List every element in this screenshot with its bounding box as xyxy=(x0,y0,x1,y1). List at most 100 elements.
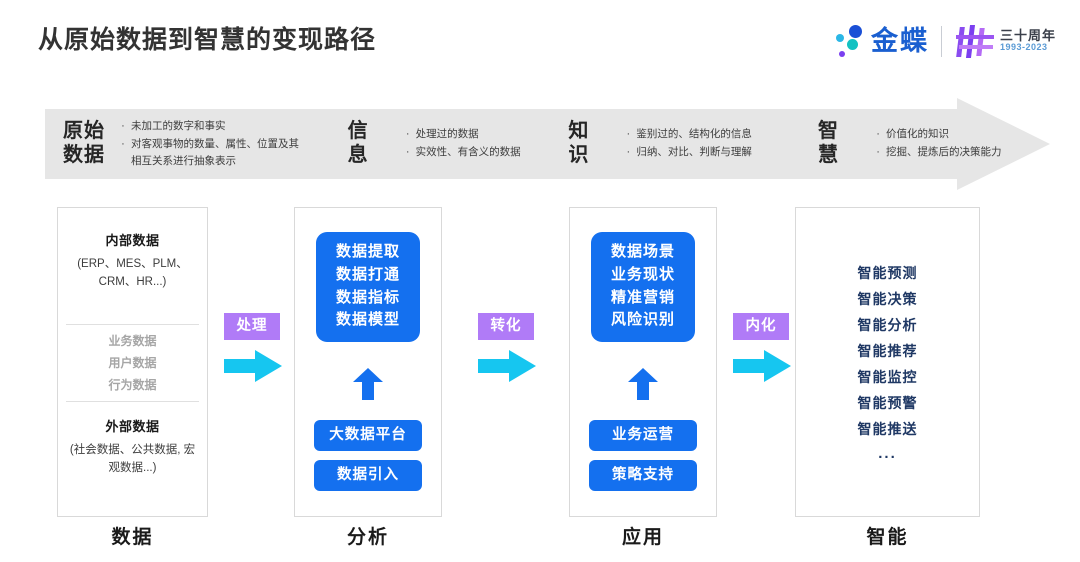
anniversary-title: 三十周年 xyxy=(999,27,1056,43)
bullet-glyph-icon: · xyxy=(121,137,125,150)
banner-bullet: · 实效性、有含义的数据 xyxy=(400,144,559,162)
banner-bullet: · 挖掘、提炼后的决策能力 xyxy=(870,144,1050,162)
data-type-list: 业务数据 用户数据 行为数据 xyxy=(58,330,207,397)
intelligence-item: 智能预测 xyxy=(857,265,918,281)
intelligence-capability-list: 智能预测 智能决策 智能分析 智能推荐 智能监控 智能预警 智能推送 ... xyxy=(796,260,979,466)
logo-wordmark: 金蝶 xyxy=(870,25,929,56)
banner-stage-title: 智 慧 xyxy=(818,120,840,166)
intelligence-item: 智能推荐 xyxy=(857,343,918,359)
pipeline-label-intelligence: 智能 xyxy=(866,527,909,548)
application-strategy-pill: 策略支持 xyxy=(589,460,697,491)
external-data-heading: 外部数据 xyxy=(105,419,160,434)
anniversary-text: 三十周年 1993-2023 xyxy=(999,27,1056,53)
banner-stage-wisdom: 智 慧 · 价值化的知识 · 挖掘、提炼后的决策能力 xyxy=(808,109,1050,179)
page-title: 从原始数据到智慧的变现路径 xyxy=(38,26,377,54)
banner-stage-bullets: · 价值化的知识 · 挖掘、提炼后的决策能力 xyxy=(870,126,1050,162)
anniversary-mark-icon xyxy=(954,24,994,58)
right-arrow-icon xyxy=(733,350,791,382)
banner-bullet: · 归纳、对比、判断与理解 xyxy=(620,144,808,162)
card-divider xyxy=(66,324,199,325)
analysis-capability-item: 数据指标 xyxy=(335,288,400,306)
banner-bullet-text: 归纳、对比、判断与理解 xyxy=(636,146,752,158)
analysis-ingest-pill: 数据引入 xyxy=(314,460,422,491)
application-capability-item: 风险识别 xyxy=(610,311,675,329)
banner-stage-title: 信 息 xyxy=(347,120,369,166)
pipeline-card-analysis: 数据提取 数据打通 数据指标 数据模型 大数据平台 数据引入 xyxy=(294,207,442,517)
banner-bullet-text: 价值化的知识 xyxy=(886,128,950,141)
banner-body xyxy=(45,109,957,179)
brand-logo: 金蝶 三十周年 1993-2023 xyxy=(833,19,1056,63)
pipeline-label-analysis: 分析 xyxy=(346,527,389,548)
banner-bullet: · 对客观事物的数量、属性、位置及其相互关系进行抽象表示 xyxy=(115,136,332,170)
connector-tag: 内化 xyxy=(733,313,789,340)
internal-data-heading: 内部数据 xyxy=(105,233,160,248)
banner-stage-raw-data: 原始 数据 · 未加工的数字和事实 · 对客观事物的数量、属性、位置及其相互关系… xyxy=(45,109,332,179)
dikw-banner: 原始 数据 · 未加工的数字和事实 · 对客观事物的数量、属性、位置及其相互关系… xyxy=(45,98,1050,190)
bullet-glyph-icon: · xyxy=(405,146,410,158)
pipeline-card-application: 数据场景 业务现状 精准营销 风险识别 业务运营 策略支持 xyxy=(569,207,717,517)
banner-stage-title: 原始 数据 xyxy=(63,120,105,166)
pipeline-label-application: 应用 xyxy=(621,527,664,548)
banner-stage-bullets: · 处理过的数据 · 实效性、有含义的数据 xyxy=(400,126,559,162)
analysis-platform-pill: 大数据平台 xyxy=(314,420,422,451)
connector-tag: 转化 xyxy=(478,313,534,340)
logo-divider xyxy=(940,25,942,57)
application-operations-pill: 业务运营 xyxy=(589,420,697,451)
banner-bullet: · 处理过的数据 xyxy=(400,126,559,144)
banner-bullet: · 鉴别过的、结构化的信息 xyxy=(620,126,808,144)
application-capability-item: 数据场景 xyxy=(610,243,675,260)
banner-bullet-text: 鉴别过的、结构化的信息 xyxy=(636,128,752,141)
connector-tag: 处理 xyxy=(224,313,280,340)
pipeline-diagram: 内部数据 (ERP、MES、PLM、CRM、HR...) 业务数据 用户数据 行… xyxy=(0,200,1080,562)
banner-arrow-shape xyxy=(45,98,1050,190)
external-data-section: 外部数据 (社会数据、公共数据, 宏观数据...) xyxy=(58,416,207,478)
right-arrow-icon xyxy=(478,350,536,382)
banner-stage-bullets: · 鉴别过的、结构化的信息 · 归纳、对比、判断与理解 xyxy=(620,126,808,162)
analysis-capability-box: 数据提取 数据打通 数据指标 数据模型 xyxy=(316,232,420,343)
bullet-glyph-icon: · xyxy=(121,120,125,133)
banner-stage-bullets: · 未加工的数字和事实 · 对客观事物的数量、属性、位置及其相互关系进行抽象表示 xyxy=(115,118,332,170)
pipeline-card-intelligence: 智能预测 智能决策 智能分析 智能推荐 智能监控 智能预警 智能推送 ... xyxy=(795,207,980,517)
banner-bullet: · 未加工的数字和事实 xyxy=(115,118,332,136)
anniversary-years: 1993-2023 xyxy=(999,42,1048,53)
banner-stage-information: 信 息 · 处理过的数据 · 实效性、有含义的数据 xyxy=(332,109,559,179)
connector-transformation: 转化 xyxy=(478,313,540,393)
page-header: 从原始数据到智慧的变现路径 金蝶 三十周年 1993-2023 xyxy=(0,0,1080,86)
banner-bullet-text: 处理过的数据 xyxy=(415,128,479,141)
data-type-item: 业务数据 xyxy=(108,334,157,348)
intelligence-item: 智能预警 xyxy=(857,395,918,411)
intelligence-item: 智能监控 xyxy=(857,369,918,385)
external-data-sources: (社会数据、公共数据, 宏观数据...) xyxy=(69,444,196,474)
kingdee-dots-icon xyxy=(833,23,867,59)
pipeline-card-data: 内部数据 (ERP、MES、PLM、CRM、HR...) 业务数据 用户数据 行… xyxy=(57,207,208,517)
connector-internalization: 内化 xyxy=(733,313,795,393)
application-capability-item: 精准营销 xyxy=(610,288,675,306)
pipeline-label-data: 数据 xyxy=(111,527,154,548)
right-arrow-icon xyxy=(224,350,282,382)
application-capability-box: 数据场景 业务现状 精准营销 风险识别 xyxy=(591,232,695,343)
banner-stage-knowledge: 知 识 · 鉴别过的、结构化的信息 · 归纳、对比、判断与理解 xyxy=(558,109,808,179)
banner-bullet-text: 未加工的数字和事实 xyxy=(131,120,226,133)
data-type-item: 用户数据 xyxy=(108,356,157,371)
bullet-glyph-icon: · xyxy=(876,128,880,141)
analysis-capability-item: 数据打通 xyxy=(335,265,400,283)
connector-processing: 处理 xyxy=(224,313,286,393)
intelligence-item: 智能分析 xyxy=(857,317,918,333)
bullet-glyph-icon: · xyxy=(405,128,410,141)
banner-stage-title: 知 识 xyxy=(568,120,590,166)
up-arrow-icon xyxy=(353,368,383,400)
card-divider xyxy=(66,401,199,402)
internal-data-section: 内部数据 (ERP、MES、PLM、CRM、HR...) xyxy=(58,230,207,292)
data-type-item: 行为数据 xyxy=(108,378,157,393)
up-arrow-icon xyxy=(628,368,658,400)
banner-bullet-text: 挖掘、提炼后的决策能力 xyxy=(886,146,1002,158)
internal-data-sources: (ERP、MES、PLM、CRM、HR...) xyxy=(77,258,188,288)
banner-bullet-text: 对客观事物的数量、属性、位置及其相互关系进行抽象表示 xyxy=(131,137,299,167)
bullet-glyph-icon: · xyxy=(876,146,880,158)
banner-bullet-text: 实效性、有含义的数据 xyxy=(415,146,521,158)
banner-arrowhead-icon xyxy=(957,98,1050,190)
intelligence-ellipsis: ... xyxy=(878,445,897,462)
intelligence-item: 智能推送 xyxy=(857,421,918,437)
bullet-glyph-icon: · xyxy=(626,146,631,158)
banner-bullet: · 价值化的知识 xyxy=(870,126,1050,144)
